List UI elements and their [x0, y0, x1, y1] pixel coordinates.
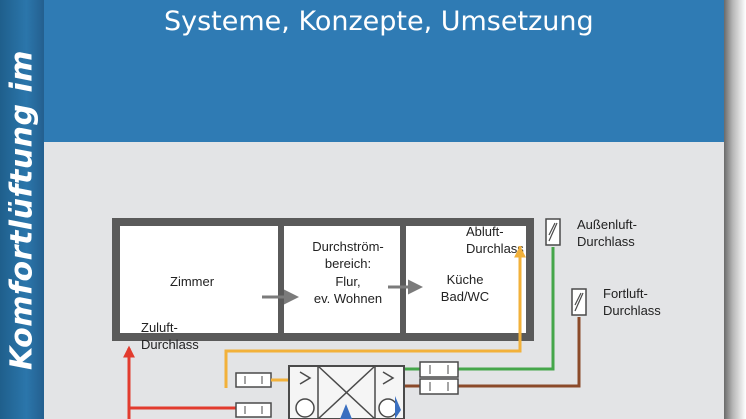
- outdoor-duct: [458, 247, 555, 371]
- label-fort-1: Fortluft-: [603, 286, 648, 301]
- label-kueche-2: Bad/WC: [441, 289, 489, 304]
- label-zimmer: Zimmer: [170, 274, 215, 289]
- silencer-outdoor: [419, 361, 459, 378]
- cover-page-edge: [724, 0, 746, 419]
- label-fort-2: Durchlass: [603, 303, 661, 318]
- fan-icon: [295, 398, 315, 418]
- silencer-exhaust: [419, 378, 459, 395]
- cover-subtitle: Systeme, Konzepte, Umsetzung: [164, 6, 594, 37]
- label-kueche-1: Küche: [447, 272, 484, 287]
- label-durch-3: Flur,: [335, 274, 360, 289]
- label-abluft-2: Durchlass: [466, 241, 524, 256]
- extract-duct: [224, 246, 522, 388]
- exhaust-duct: [458, 317, 581, 388]
- fan-icon: [378, 398, 398, 418]
- label-durch-1: Durchström-: [312, 239, 384, 254]
- label-abluft-1: Abluft-: [466, 224, 504, 239]
- cover-header-band: Systeme, Konzepte, Umsetzung: [44, 0, 724, 142]
- silencer-supply: [235, 402, 272, 418]
- label-durch-4: ev. Wohnen: [314, 291, 382, 306]
- label-durch-2: bereich:: [325, 256, 371, 271]
- label-zuluft-2: Durchlass: [141, 337, 199, 352]
- building-box: [120, 226, 526, 333]
- label-aussen-2: Durchlass: [577, 234, 635, 249]
- book-spine: Komfortlüftung im: [0, 0, 44, 419]
- silencer-extract: [235, 372, 272, 388]
- label-zuluft-1: Zuluft-: [141, 320, 178, 335]
- label-aussen-1: Außenluft-: [577, 217, 637, 232]
- heat-recovery-unit: [288, 365, 405, 419]
- building-wall: [112, 218, 534, 341]
